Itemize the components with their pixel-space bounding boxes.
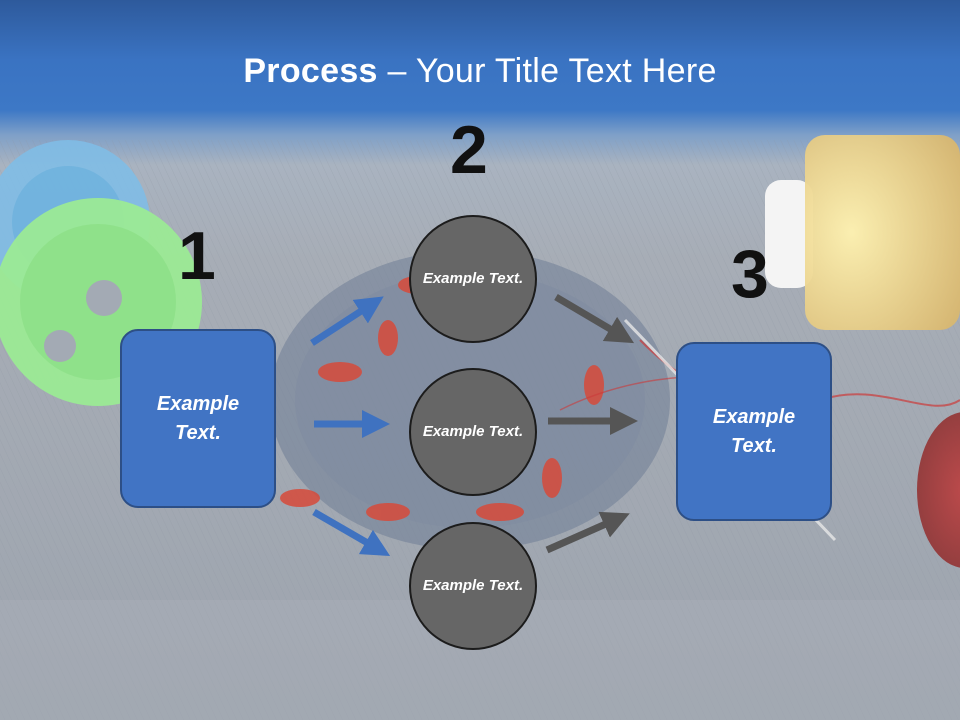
- circle-middle-text: Example Text.: [422, 423, 524, 441]
- circle-top: Example Text.: [409, 215, 537, 343]
- red-spool-shape: [917, 412, 960, 568]
- circle-middle: Example Text.: [409, 368, 537, 496]
- title-strong: Process: [243, 52, 378, 90]
- white-spool-shape: [765, 180, 813, 288]
- arrow-1-to-circle-top: [310, 296, 384, 346]
- arrow-circle-bottom-to-3: [545, 511, 630, 554]
- step-3-box: Example Text.: [676, 342, 832, 521]
- step-number-3: 3: [731, 236, 769, 312]
- step-number-2: 2: [450, 112, 488, 188]
- title-rest: – Your Title Text Here: [377, 52, 717, 90]
- step-number-1: 1: [178, 218, 216, 294]
- arrow-circle-top-to-3: [554, 293, 635, 344]
- circle-bottom: Example Text.: [409, 522, 537, 650]
- arrow-1-to-circle-bottom: [312, 508, 391, 557]
- step-3-text: Example Text.: [712, 405, 796, 457]
- circle-bottom-text: Example Text.: [422, 577, 524, 595]
- step-1-text: Example Text.: [156, 392, 240, 444]
- slide-title: Process – Your Title Text Here: [0, 52, 960, 91]
- step-1-box: Example Text.: [120, 329, 276, 508]
- circle-top-text: Example Text.: [422, 270, 524, 288]
- yellow-spool-shape: [805, 135, 960, 330]
